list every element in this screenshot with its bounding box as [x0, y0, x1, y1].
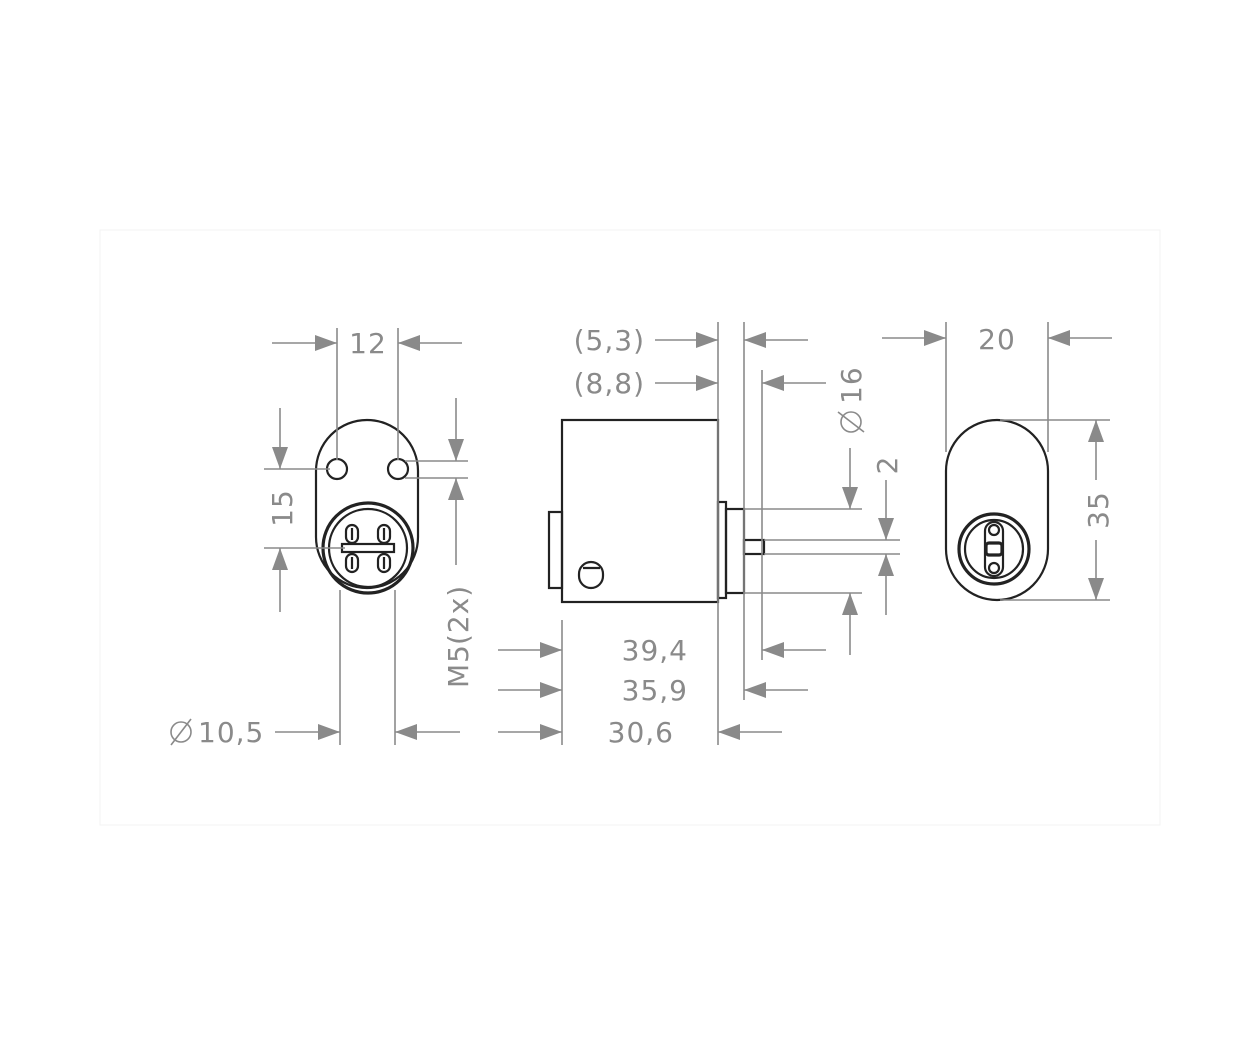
dim-35-9: 35,9 — [498, 674, 808, 707]
dim-8-8: (8,8) — [574, 367, 826, 400]
side-diameter-label: 16 — [835, 366, 868, 404]
left-view: 12 15 M5 (2x) — [170, 327, 475, 749]
diameter-symbol-icon — [170, 718, 192, 746]
plug-outer — [957, 512, 1031, 586]
background-frame — [99, 229, 1161, 826]
len-3-label: 30,6 — [608, 716, 674, 749]
mounting-hole-right — [386, 457, 410, 481]
dim-height-15: 15 — [264, 408, 345, 612]
side-body-outline — [560, 418, 720, 604]
dim-a-label: (5,3) — [574, 324, 645, 357]
pin-label: 2 — [871, 456, 904, 475]
right-width-label: 20 — [978, 323, 1016, 356]
dim-pin-2: 2 — [764, 456, 904, 615]
len-1-label: 39,4 — [622, 634, 688, 667]
rear-shaft — [724, 507, 746, 595]
dim-5-3: (5,3) — [574, 324, 808, 357]
dim-diameter-16: 16 — [744, 366, 868, 655]
right-view: 20 35 — [882, 322, 1115, 602]
thread-count-label: (2x) — [442, 585, 475, 645]
left-width-label: 12 — [349, 327, 387, 360]
right-body-outline — [944, 418, 1050, 602]
dim-height-35: 35 — [1000, 419, 1115, 601]
len-2-label: 35,9 — [622, 674, 688, 707]
dim-30-6: 30,6 — [498, 716, 782, 749]
dim-diameter-10-5: 10,5 — [170, 590, 460, 749]
diameter-symbol-icon — [837, 411, 865, 433]
rear-collar — [716, 500, 728, 600]
dim-width-12: 12 — [272, 327, 462, 460]
retaining-screw — [577, 560, 605, 590]
keyway-icon — [983, 520, 1005, 578]
dim-39-4: 39,4 — [498, 634, 826, 667]
left-height-label: 15 — [266, 489, 299, 527]
right-height-label: 35 — [1082, 491, 1115, 529]
cam-pin — [742, 538, 766, 556]
dim-b-label: (8,8) — [574, 367, 645, 400]
cam-screws — [344, 523, 392, 574]
thread-label: M5 — [442, 644, 475, 688]
side-view: (5,3) (8,8) 16 — [498, 322, 904, 749]
front-flange — [547, 510, 564, 590]
dim-width-20: 20 — [882, 322, 1112, 452]
cam-slot — [340, 542, 396, 554]
plug-inner — [963, 518, 1025, 580]
dim-thread-m5: M5 (2x) — [405, 398, 475, 688]
left-diameter-label: 10,5 — [198, 716, 264, 749]
